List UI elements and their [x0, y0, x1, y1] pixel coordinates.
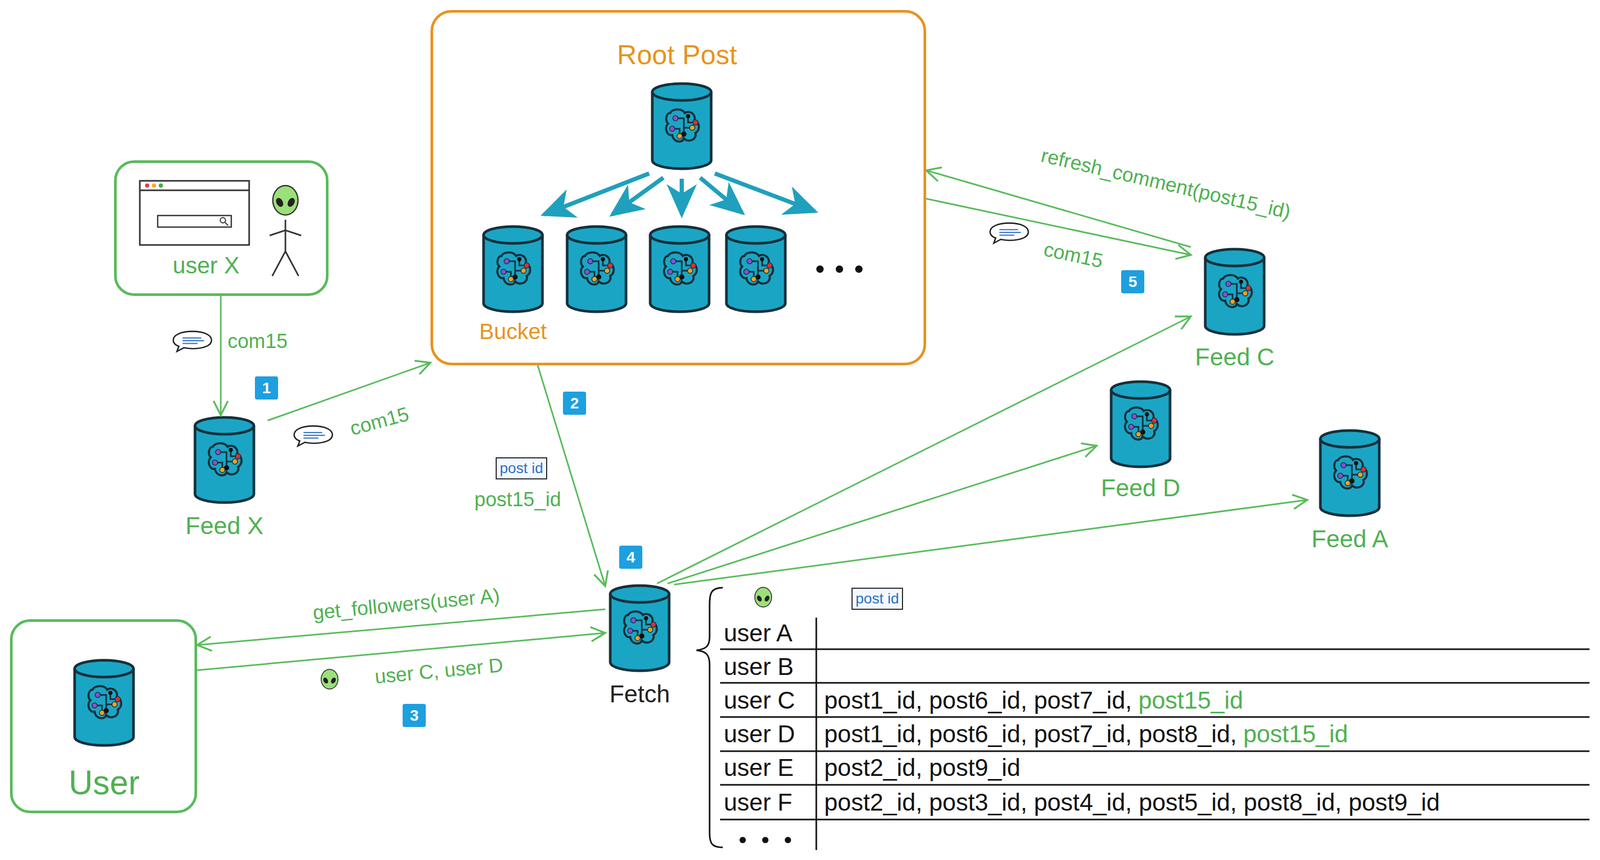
- edge-label: refresh_comment(post15_id): [1037, 144, 1296, 224]
- table-cell: post15_id: [1243, 720, 1349, 748]
- arrow-connector: [667, 445, 1097, 584]
- node-label: Feed X: [185, 512, 264, 540]
- node-label: Fetch: [609, 680, 670, 708]
- bucket-dots: [816, 265, 863, 273]
- table-cell: user A: [723, 619, 793, 647]
- table-cell: user B: [723, 653, 794, 681]
- fan-out-arrows: [544, 173, 815, 215]
- field-tag: post id: [851, 587, 904, 611]
- node-label: user X: [172, 252, 240, 279]
- edge-label: com15: [225, 330, 290, 353]
- node-label: User: [68, 764, 140, 802]
- database-node: Feed D: [1096, 379, 1185, 504]
- group-box: Root PostBucket: [430, 9, 927, 366]
- database-node: Bucket: [475, 224, 551, 346]
- group-box: User: [9, 619, 198, 814]
- node-label: Bucket: [479, 319, 547, 344]
- table-cell: post1_id, post6_id, post7_id, post8_id,: [824, 720, 1237, 748]
- table-cell: user F: [723, 788, 793, 816]
- table-grid: [696, 587, 1590, 850]
- arrow-connector: [674, 499, 1308, 585]
- database-node: Fetch: [604, 583, 674, 710]
- node-label: Feed A: [1311, 525, 1389, 553]
- table-cell: post2_id, post3_id, post4_id, post5_id, …: [824, 788, 1440, 816]
- node-label: Feed C: [1195, 343, 1275, 371]
- edge-label: com15: [345, 402, 414, 441]
- callout-number: 4: [619, 545, 643, 569]
- browser-window: [139, 180, 250, 245]
- database-node: Feed X: [181, 415, 268, 541]
- arrow-connector: [537, 365, 605, 587]
- database-icons: [74, 83, 1380, 746]
- table-cell: post1_id, post6_id, post7_id,: [824, 686, 1133, 714]
- table-cell: user D: [723, 720, 795, 748]
- group-box: user X: [114, 160, 329, 296]
- database-node: Feed C: [1191, 247, 1279, 373]
- callout-number: 5: [1121, 270, 1145, 294]
- callout-number: 3: [402, 703, 426, 727]
- node-label: Root Post: [617, 39, 737, 70]
- speech-bubbles: [173, 222, 1029, 446]
- arrow-connector: [657, 316, 1192, 584]
- edge-label: user C, user D: [371, 654, 507, 689]
- arrow-connector: [220, 295, 222, 416]
- edge-label: get_followers(user A): [309, 584, 503, 624]
- callout-number: 2: [562, 391, 587, 415]
- callout-number: 1: [254, 376, 279, 400]
- alien-figure: [269, 185, 302, 276]
- table-dots: [739, 836, 792, 844]
- edge-label: com15: [1039, 238, 1107, 273]
- table-cell: user E: [723, 754, 794, 782]
- edge-label: post15_id: [472, 488, 564, 511]
- database-node: Feed A: [1307, 428, 1393, 555]
- node-label: Feed D: [1101, 474, 1181, 502]
- field-tag: post id: [495, 457, 548, 480]
- table-cell: post15_id: [1138, 686, 1244, 714]
- table-cell: post2_id, post9_id: [824, 754, 1021, 782]
- table-cell: user C: [723, 686, 795, 714]
